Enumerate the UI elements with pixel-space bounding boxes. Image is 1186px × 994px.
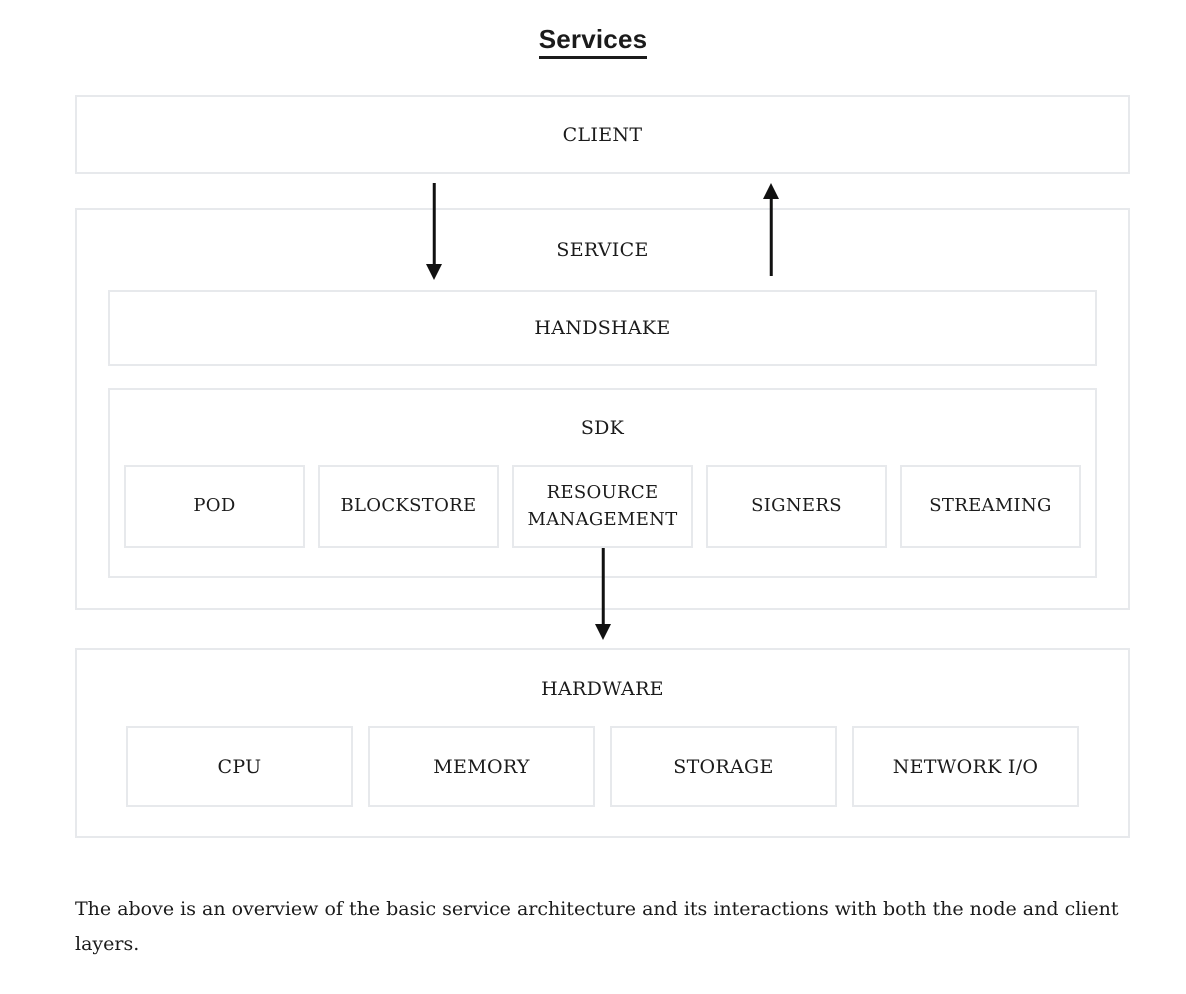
arrow-head-up-icon bbox=[763, 183, 779, 199]
arrow-shaft bbox=[432, 183, 436, 264]
arrow-head-down-icon bbox=[426, 264, 442, 280]
arrow-shaft bbox=[601, 548, 605, 624]
sdk-module-pod: POD bbox=[124, 465, 305, 548]
caption-text: The above is an overview of the basic se… bbox=[75, 898, 1119, 956]
sdk-module-signers: SIGNERS bbox=[706, 465, 887, 548]
page-title-text: Services bbox=[538, 24, 648, 59]
page-title: Services bbox=[0, 24, 1186, 59]
hardware-component-label: NETWORK I/O bbox=[892, 755, 1039, 778]
service-box: SERVICE HANDSHAKE SDK POD BLOCKSTORE RES… bbox=[75, 208, 1130, 610]
service-label: SERVICE bbox=[556, 239, 649, 261]
hardware-component-label: STORAGE bbox=[673, 755, 774, 778]
sdk-module-streaming: STREAMING bbox=[900, 465, 1081, 548]
sdk-label: SDK bbox=[580, 417, 625, 439]
sdk-module-label: RESOURCE MANAGEMENT bbox=[527, 482, 678, 530]
arrow-head-down-icon bbox=[595, 624, 611, 640]
hardware-label: HARDWARE bbox=[541, 678, 664, 700]
hardware-component-cpu: CPU bbox=[126, 726, 353, 807]
arrow-sdk-to-hardware-down bbox=[594, 548, 612, 640]
sdk-module-label: STREAMING bbox=[929, 495, 1052, 517]
arrow-service-to-client-up bbox=[762, 183, 780, 276]
sdk-module-blockstore: BLOCKSTORE bbox=[318, 465, 499, 548]
hardware-component-label: MEMORY bbox=[433, 755, 530, 778]
hardware-component-row: CPU MEMORY STORAGE NETWORK I/O bbox=[77, 726, 1128, 807]
client-label: CLIENT bbox=[562, 123, 643, 146]
hardware-component-network-io: NETWORK I/O bbox=[852, 726, 1079, 807]
hardware-component-label: CPU bbox=[217, 755, 262, 778]
sdk-module-row: POD BLOCKSTORE RESOURCE MANAGEMENT SIGNE… bbox=[110, 465, 1095, 548]
arrow-client-to-service-down bbox=[425, 183, 443, 280]
sdk-module-label: POD bbox=[193, 495, 236, 517]
hardware-component-storage: STORAGE bbox=[610, 726, 837, 807]
sdk-module-label: BLOCKSTORE bbox=[340, 495, 477, 517]
sdk-module-label: SIGNERS bbox=[751, 495, 842, 517]
handshake-box: HANDSHAKE bbox=[108, 290, 1097, 366]
hardware-box: HARDWARE CPU MEMORY STORAGE NETWORK I/O bbox=[75, 648, 1130, 838]
sdk-module-resource-management: RESOURCE MANAGEMENT bbox=[512, 465, 693, 548]
handshake-label: HANDSHAKE bbox=[534, 317, 671, 339]
hardware-component-memory: MEMORY bbox=[368, 726, 595, 807]
client-box: CLIENT bbox=[75, 95, 1130, 174]
arrow-shaft bbox=[769, 196, 773, 276]
